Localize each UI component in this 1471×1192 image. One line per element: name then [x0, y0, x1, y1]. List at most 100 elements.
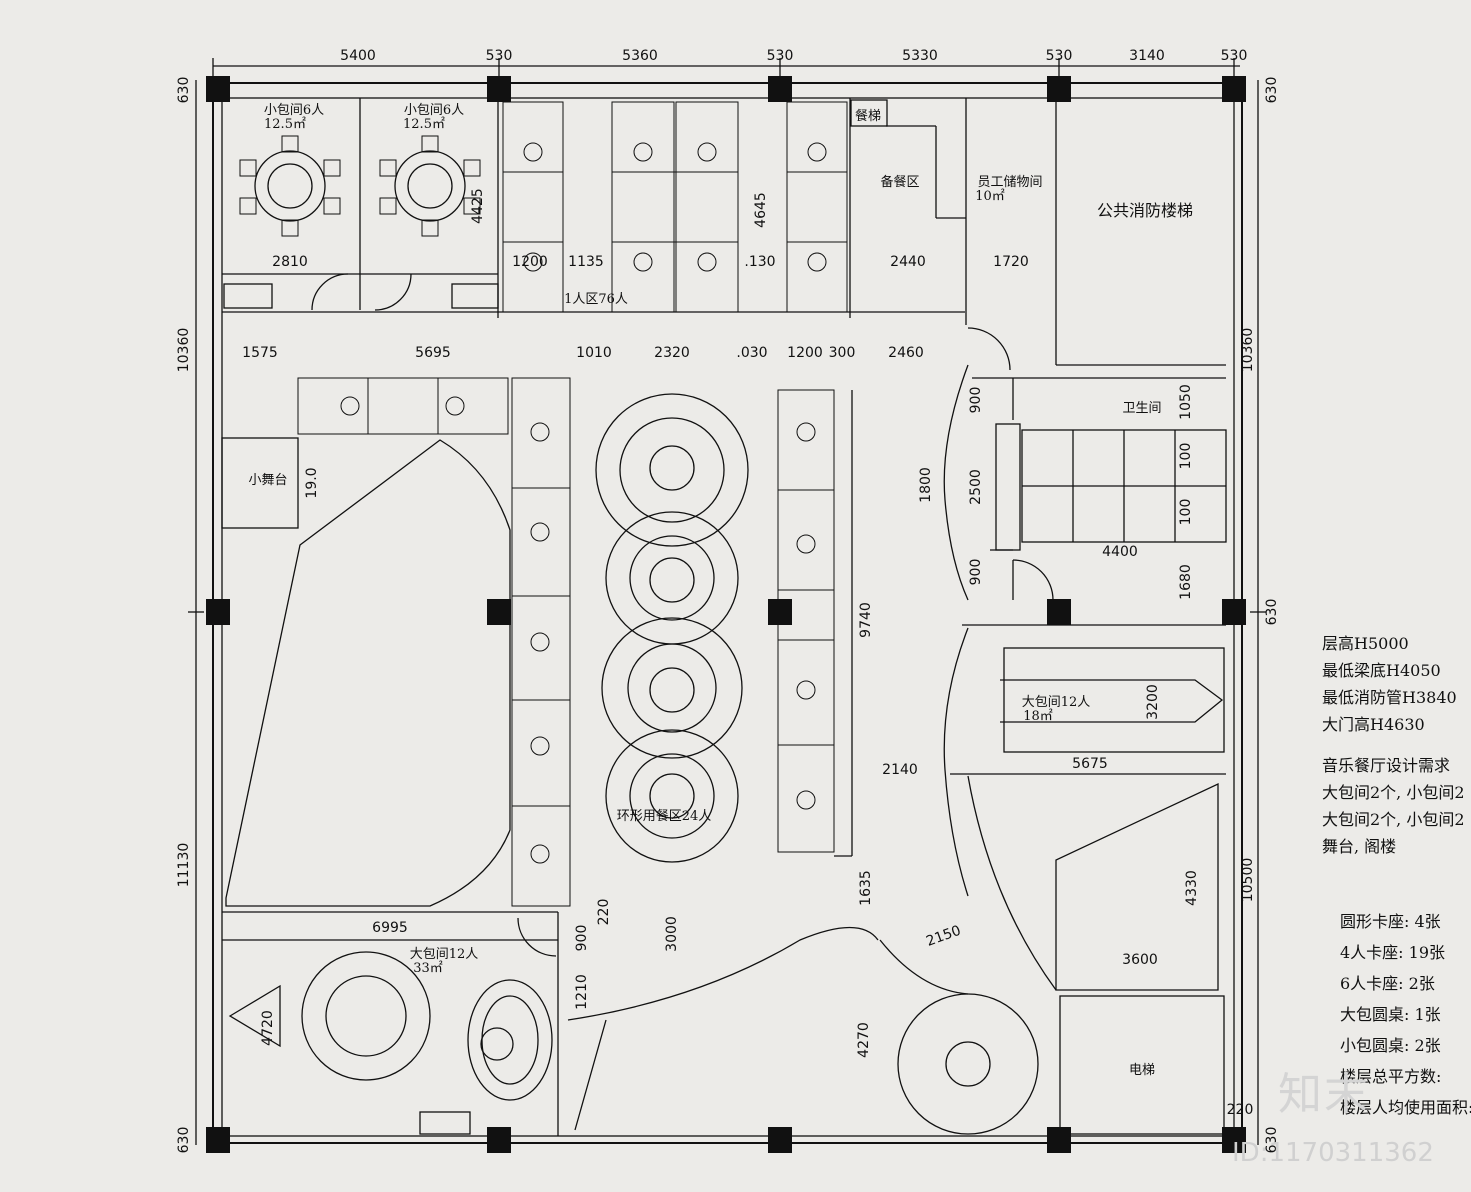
dim-4645: 4645 — [753, 192, 769, 228]
count-round-booth: 圆形卡座: 4张 — [1340, 912, 1441, 931]
watermark-id: ID:1170311362 — [1232, 1138, 1434, 1168]
dim-right-bottom: 630 — [1264, 1127, 1280, 1154]
label-big-room-left: 大包间12人 — [410, 947, 479, 962]
label-seating-76: 1人区76人 — [564, 292, 628, 307]
label-ring-dining: 环形用餐区24人 — [617, 808, 712, 824]
dim-top-7: 3140 — [1129, 48, 1165, 64]
label-small-room-1-area: 12.5㎡ — [264, 117, 306, 132]
dim-1680: 1680 — [1178, 564, 1194, 600]
label-dish-lift: 餐梯 — [855, 108, 881, 124]
spiral-staircase — [897, 993, 1039, 1135]
note-requirement-1: 大包间2个, 小包间2 — [1322, 783, 1465, 802]
dim-900c: 900 — [574, 925, 590, 952]
dim-3000: 3000 — [664, 916, 680, 952]
label-elevator: 电梯 — [1129, 1063, 1155, 1078]
dim-2500: 2500 — [968, 469, 984, 505]
stage-outline — [225, 439, 511, 907]
dim-1030: .030 — [736, 345, 767, 361]
dim-2810: 2810 — [272, 254, 308, 270]
dim-left-bottom: 630 — [176, 1127, 192, 1154]
dim-1635: 1635 — [858, 870, 874, 906]
count-booth-6: 6人卡座: 2张 — [1340, 974, 1435, 993]
dim-100b: 100 — [1178, 499, 1194, 526]
label-prep-area: 备餐区 — [880, 174, 919, 190]
dim-1720: 1720 — [993, 254, 1029, 270]
structural-columns — [206, 76, 1246, 1153]
dim-right-upper: 10360 — [1240, 328, 1256, 373]
round-table-small-2 — [394, 150, 466, 222]
dim-2440: 2440 — [890, 254, 926, 270]
dim-220b: 220 — [1227, 1102, 1254, 1118]
dim-2150: 2150 — [924, 923, 963, 950]
label-big-room-right-area: 18㎡ — [1023, 709, 1053, 724]
dim-1200a: 1200 — [512, 254, 548, 270]
count-per-capita: 楼层人均使用面积: — [1340, 1098, 1471, 1117]
dim-9740: 9740 — [858, 602, 874, 638]
label-staff-storage-area: 10㎡ — [975, 189, 1005, 204]
note-requirements-title: 音乐餐厅设计需求 — [1322, 756, 1451, 775]
dim-900a: 900 — [968, 387, 984, 414]
dim-1575: 1575 — [242, 345, 278, 361]
round-table-small-1 — [254, 150, 326, 222]
dim-top-8: 530 — [1221, 48, 1248, 64]
dim-2320: 2320 — [654, 345, 690, 361]
label-small-room-1: 小包间6人 — [264, 103, 324, 118]
label-restroom: 卫生间 — [1122, 401, 1161, 416]
dim-4330: 4330 — [1184, 870, 1200, 906]
dim-5695: 5695 — [415, 345, 451, 361]
dim-1135: 1135 — [568, 254, 604, 270]
dim-4720: 4720 — [260, 1010, 276, 1046]
lounge-sofa — [467, 979, 553, 1101]
ring-dining-booths — [595, 393, 749, 863]
dim-2140: 2140 — [882, 762, 918, 778]
count-booth-4: 4人卡座: 19张 — [1340, 943, 1446, 962]
dim-right-lower: 10500 — [1240, 858, 1256, 903]
dim-900b: 900 — [968, 559, 984, 586]
dim-2460: 2460 — [888, 345, 924, 361]
design-notes: 层高H5000 最低梁底H4050 最低消防管H3840 大门高H4630 音乐… — [1322, 630, 1471, 860]
dim-1800: 1800 — [918, 467, 934, 503]
round-table-big — [301, 951, 431, 1081]
dim-left-upper: 10360 — [176, 328, 192, 373]
count-big-round-table: 大包圆桌: 1张 — [1340, 1005, 1441, 1024]
dim-top-2: 530 — [486, 48, 513, 64]
dim-4400: 4400 — [1102, 544, 1138, 560]
label-small-room-2-area: 12.5㎡ — [403, 117, 445, 132]
label-staff-storage: 员工储物间 — [977, 175, 1042, 190]
dim-top-5: 5330 — [902, 48, 938, 64]
label-big-room-right: 大包间12人 — [1022, 695, 1091, 710]
note-door-height: 大门高H4630 — [1322, 715, 1425, 734]
note-min-beam: 最低梁底H4050 — [1322, 661, 1441, 680]
dim-220a: 220 — [596, 899, 612, 926]
furniture-counts: 圆形卡座: 4张 4人卡座: 19张 6人卡座: 2张 大包圆桌: 1张 小包圆… — [1340, 906, 1471, 1123]
dim-right-mid: 630 — [1264, 599, 1280, 626]
count-total-area: 楼层总平方数: — [1340, 1067, 1442, 1086]
dim-top-1: 5400 — [340, 48, 376, 64]
dim-left-lower: 11130 — [176, 843, 192, 888]
dim-top-4: 530 — [767, 48, 794, 64]
label-stage: 小舞台 — [248, 473, 287, 488]
note-requirement-2: 大包间2个, 小包间2 — [1322, 810, 1465, 829]
dim-left-top: 630 — [176, 77, 192, 104]
label-big-room-left-area: 33㎡ — [413, 961, 443, 976]
curved-wall — [943, 364, 969, 601]
dim-5675: 5675 — [1072, 756, 1108, 772]
dim-4425: 4425 — [470, 188, 486, 224]
dim-3600: 3600 — [1122, 952, 1158, 968]
dim-3200: 3200 — [1145, 684, 1161, 720]
dim-1050: 1050 — [1178, 384, 1194, 420]
dim-right-top: 630 — [1264, 77, 1280, 104]
dim-100a: 100 — [1178, 443, 1194, 470]
dim-300: 300 — [829, 345, 856, 361]
note-requirement-3: 舞台, 阁楼 — [1322, 837, 1397, 856]
note-min-fire-pipe: 最低消防管H3840 — [1322, 688, 1457, 707]
watermark-logo: 知末 — [1278, 1069, 1370, 1120]
label-fire-stairs: 公共消防楼梯 — [1097, 201, 1193, 220]
inner-wall — [221, 97, 1235, 1137]
dim-6995: 6995 — [372, 920, 408, 936]
label-small-room-2: 小包间6人 — [404, 103, 464, 118]
dim-1010: 1010 — [576, 345, 612, 361]
dim-130: .130 — [744, 254, 775, 270]
dim-top-3: 5360 — [622, 48, 658, 64]
